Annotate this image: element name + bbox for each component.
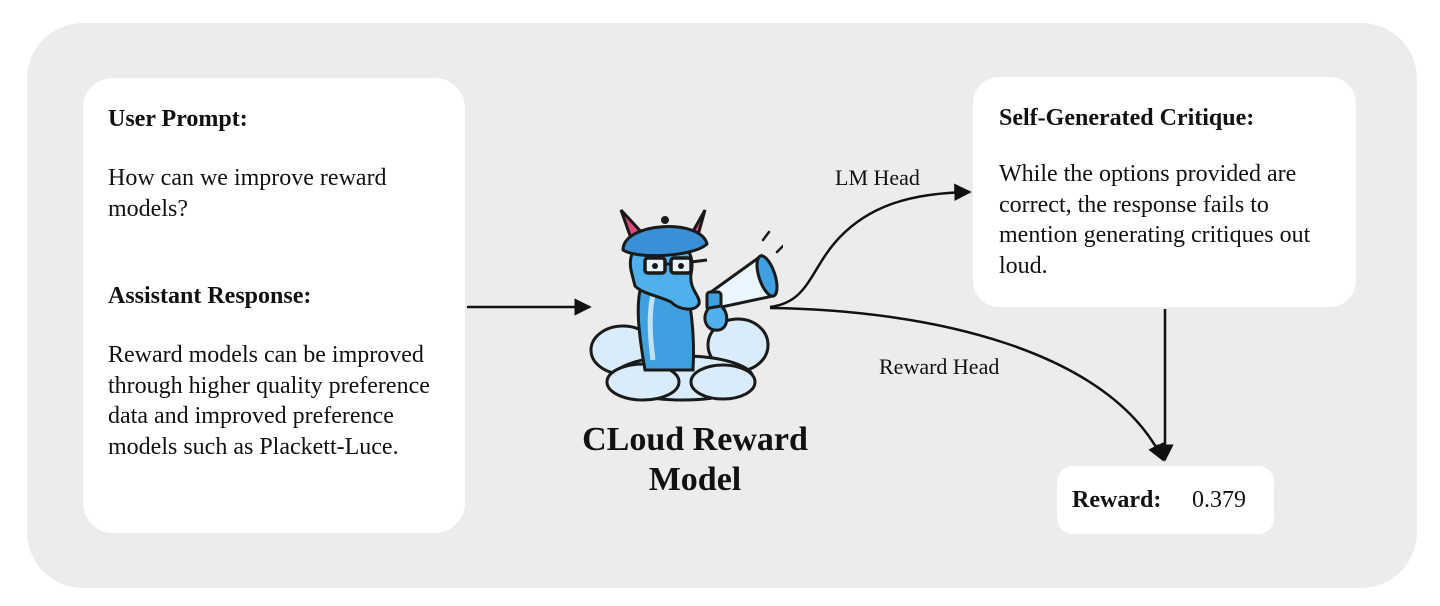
assistant-response-text: Reward models can be improved through hi… <box>108 342 430 460</box>
user-prompt-heading: User Prompt: <box>108 106 248 132</box>
reward-label: Reward: <box>1072 487 1162 513</box>
input-card: User Prompt: How can we improve reward m… <box>83 78 465 533</box>
user-prompt-text: How can we improve reward models? <box>108 165 387 222</box>
reward-card: Reward: 0.379 <box>1057 466 1274 534</box>
model-title-line-1: CLoud Reward <box>582 421 808 458</box>
assistant-response-heading: Assistant Response: <box>108 283 312 309</box>
model-title-line-2: Model <box>648 461 742 498</box>
reward-value: 0.379 <box>1192 487 1246 513</box>
critique-text: While the options provided are correct, … <box>999 161 1311 279</box>
lm-head-label: LM Head <box>835 165 920 190</box>
reward-head-label: Reward Head <box>879 354 1000 379</box>
critique-card: Self-Generated Critique: While the optio… <box>973 77 1356 307</box>
lm-head-arrow <box>769 183 972 309</box>
critique-heading: Self-Generated Critique: <box>999 105 1255 131</box>
llama-megaphone-icon <box>589 208 783 402</box>
reward-head-arrow <box>769 306 1165 462</box>
model-title: CLoud Reward Model <box>540 420 850 500</box>
